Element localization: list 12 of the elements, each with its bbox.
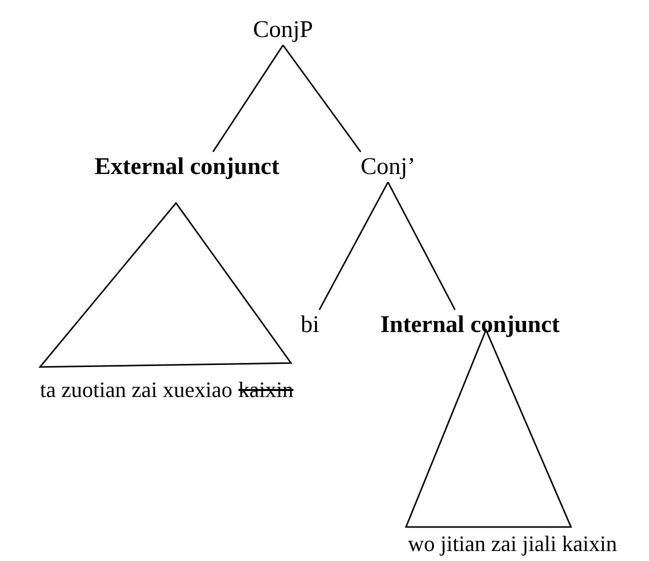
tree-branch [318,182,389,310]
tree-node-label: External conjunct [94,154,280,180]
tree-node-label: ConjP [252,16,314,44]
sentence-text: wo jitian zai jiali kaixin [408,532,617,556]
tree-branch [212,44,284,152]
tree-branch [282,44,362,152]
tree-node-label: bi [300,312,320,338]
tree-node-label: Conj’ [360,154,416,180]
tree-node-label: Internal conjunct [380,312,560,338]
tree-branch [387,182,456,310]
sentence-text: ta zuotian zai xuexiao [40,378,232,402]
struck-word: kaixin [238,378,294,402]
